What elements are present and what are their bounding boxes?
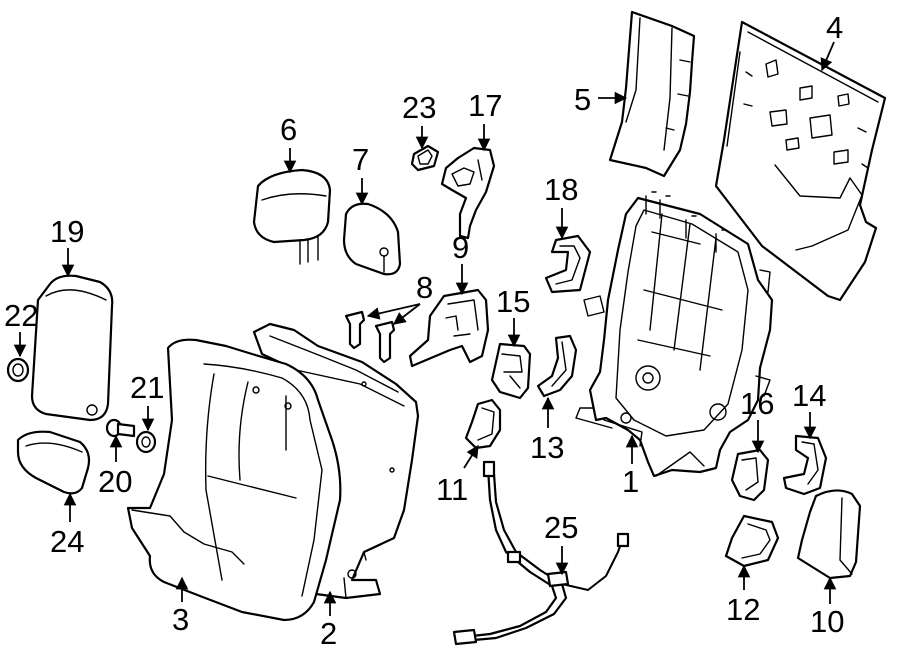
callout-13: 13 xyxy=(530,430,564,465)
callout-18: 18 xyxy=(544,172,578,207)
part-3-seat-cushion xyxy=(126,338,342,622)
part-25-wire-harness xyxy=(452,460,630,646)
callout-8: 8 xyxy=(416,270,433,305)
callout-3: 3 xyxy=(172,602,189,637)
callout-14: 14 xyxy=(792,378,826,413)
part-22-cap xyxy=(6,357,30,383)
callout-11: 11 xyxy=(436,472,468,507)
callout-6: 6 xyxy=(280,112,297,147)
part-7-headrest xyxy=(342,202,402,276)
part-19-armrest xyxy=(30,274,114,422)
part-17-latch xyxy=(440,146,496,240)
callout-10: 10 xyxy=(810,604,844,639)
part-8-guides xyxy=(344,310,396,364)
callout-5: 5 xyxy=(574,82,591,117)
callout-20: 20 xyxy=(98,464,132,499)
callout-25: 25 xyxy=(544,510,578,545)
callout-17: 17 xyxy=(468,88,502,123)
part-11-bracket xyxy=(464,398,502,450)
callout-19: 19 xyxy=(50,214,84,249)
leader-lines xyxy=(13,41,837,616)
part-23-clip xyxy=(410,144,440,172)
part-4-back-panel xyxy=(714,20,887,302)
callout-16: 16 xyxy=(740,386,774,421)
part-13-cover xyxy=(536,334,578,398)
callout-7: 7 xyxy=(352,142,369,177)
part-24-armrest-end xyxy=(16,430,91,495)
part-12-cover xyxy=(724,514,780,568)
callout-21: 21 xyxy=(130,370,164,405)
callout-15: 15 xyxy=(496,284,530,319)
callout-23: 23 xyxy=(402,90,436,125)
part-9-bracket xyxy=(408,288,490,368)
part-21-washer xyxy=(135,430,157,454)
part-16-cover xyxy=(730,448,770,502)
part-14-cover xyxy=(782,434,828,496)
callout-labels: 1 2 3 4 5 6 7 8 9 10 11 12 13 14 15 16 1… xyxy=(4,10,844,651)
callout-1: 1 xyxy=(622,464,639,499)
part-18-bracket xyxy=(544,234,592,294)
callout-24: 24 xyxy=(50,524,84,559)
part-5-side-trim xyxy=(608,10,696,178)
part-15-cover xyxy=(490,342,532,400)
part-20-bolt xyxy=(105,418,136,438)
part-10-cover xyxy=(796,489,862,580)
callout-12: 12 xyxy=(726,592,760,627)
callout-4: 4 xyxy=(826,10,843,45)
callout-2: 2 xyxy=(320,616,337,651)
part-1-seat-frame xyxy=(575,191,774,478)
callout-22: 22 xyxy=(4,298,38,333)
part-6-headrest xyxy=(252,168,332,265)
callout-9: 9 xyxy=(452,230,469,265)
